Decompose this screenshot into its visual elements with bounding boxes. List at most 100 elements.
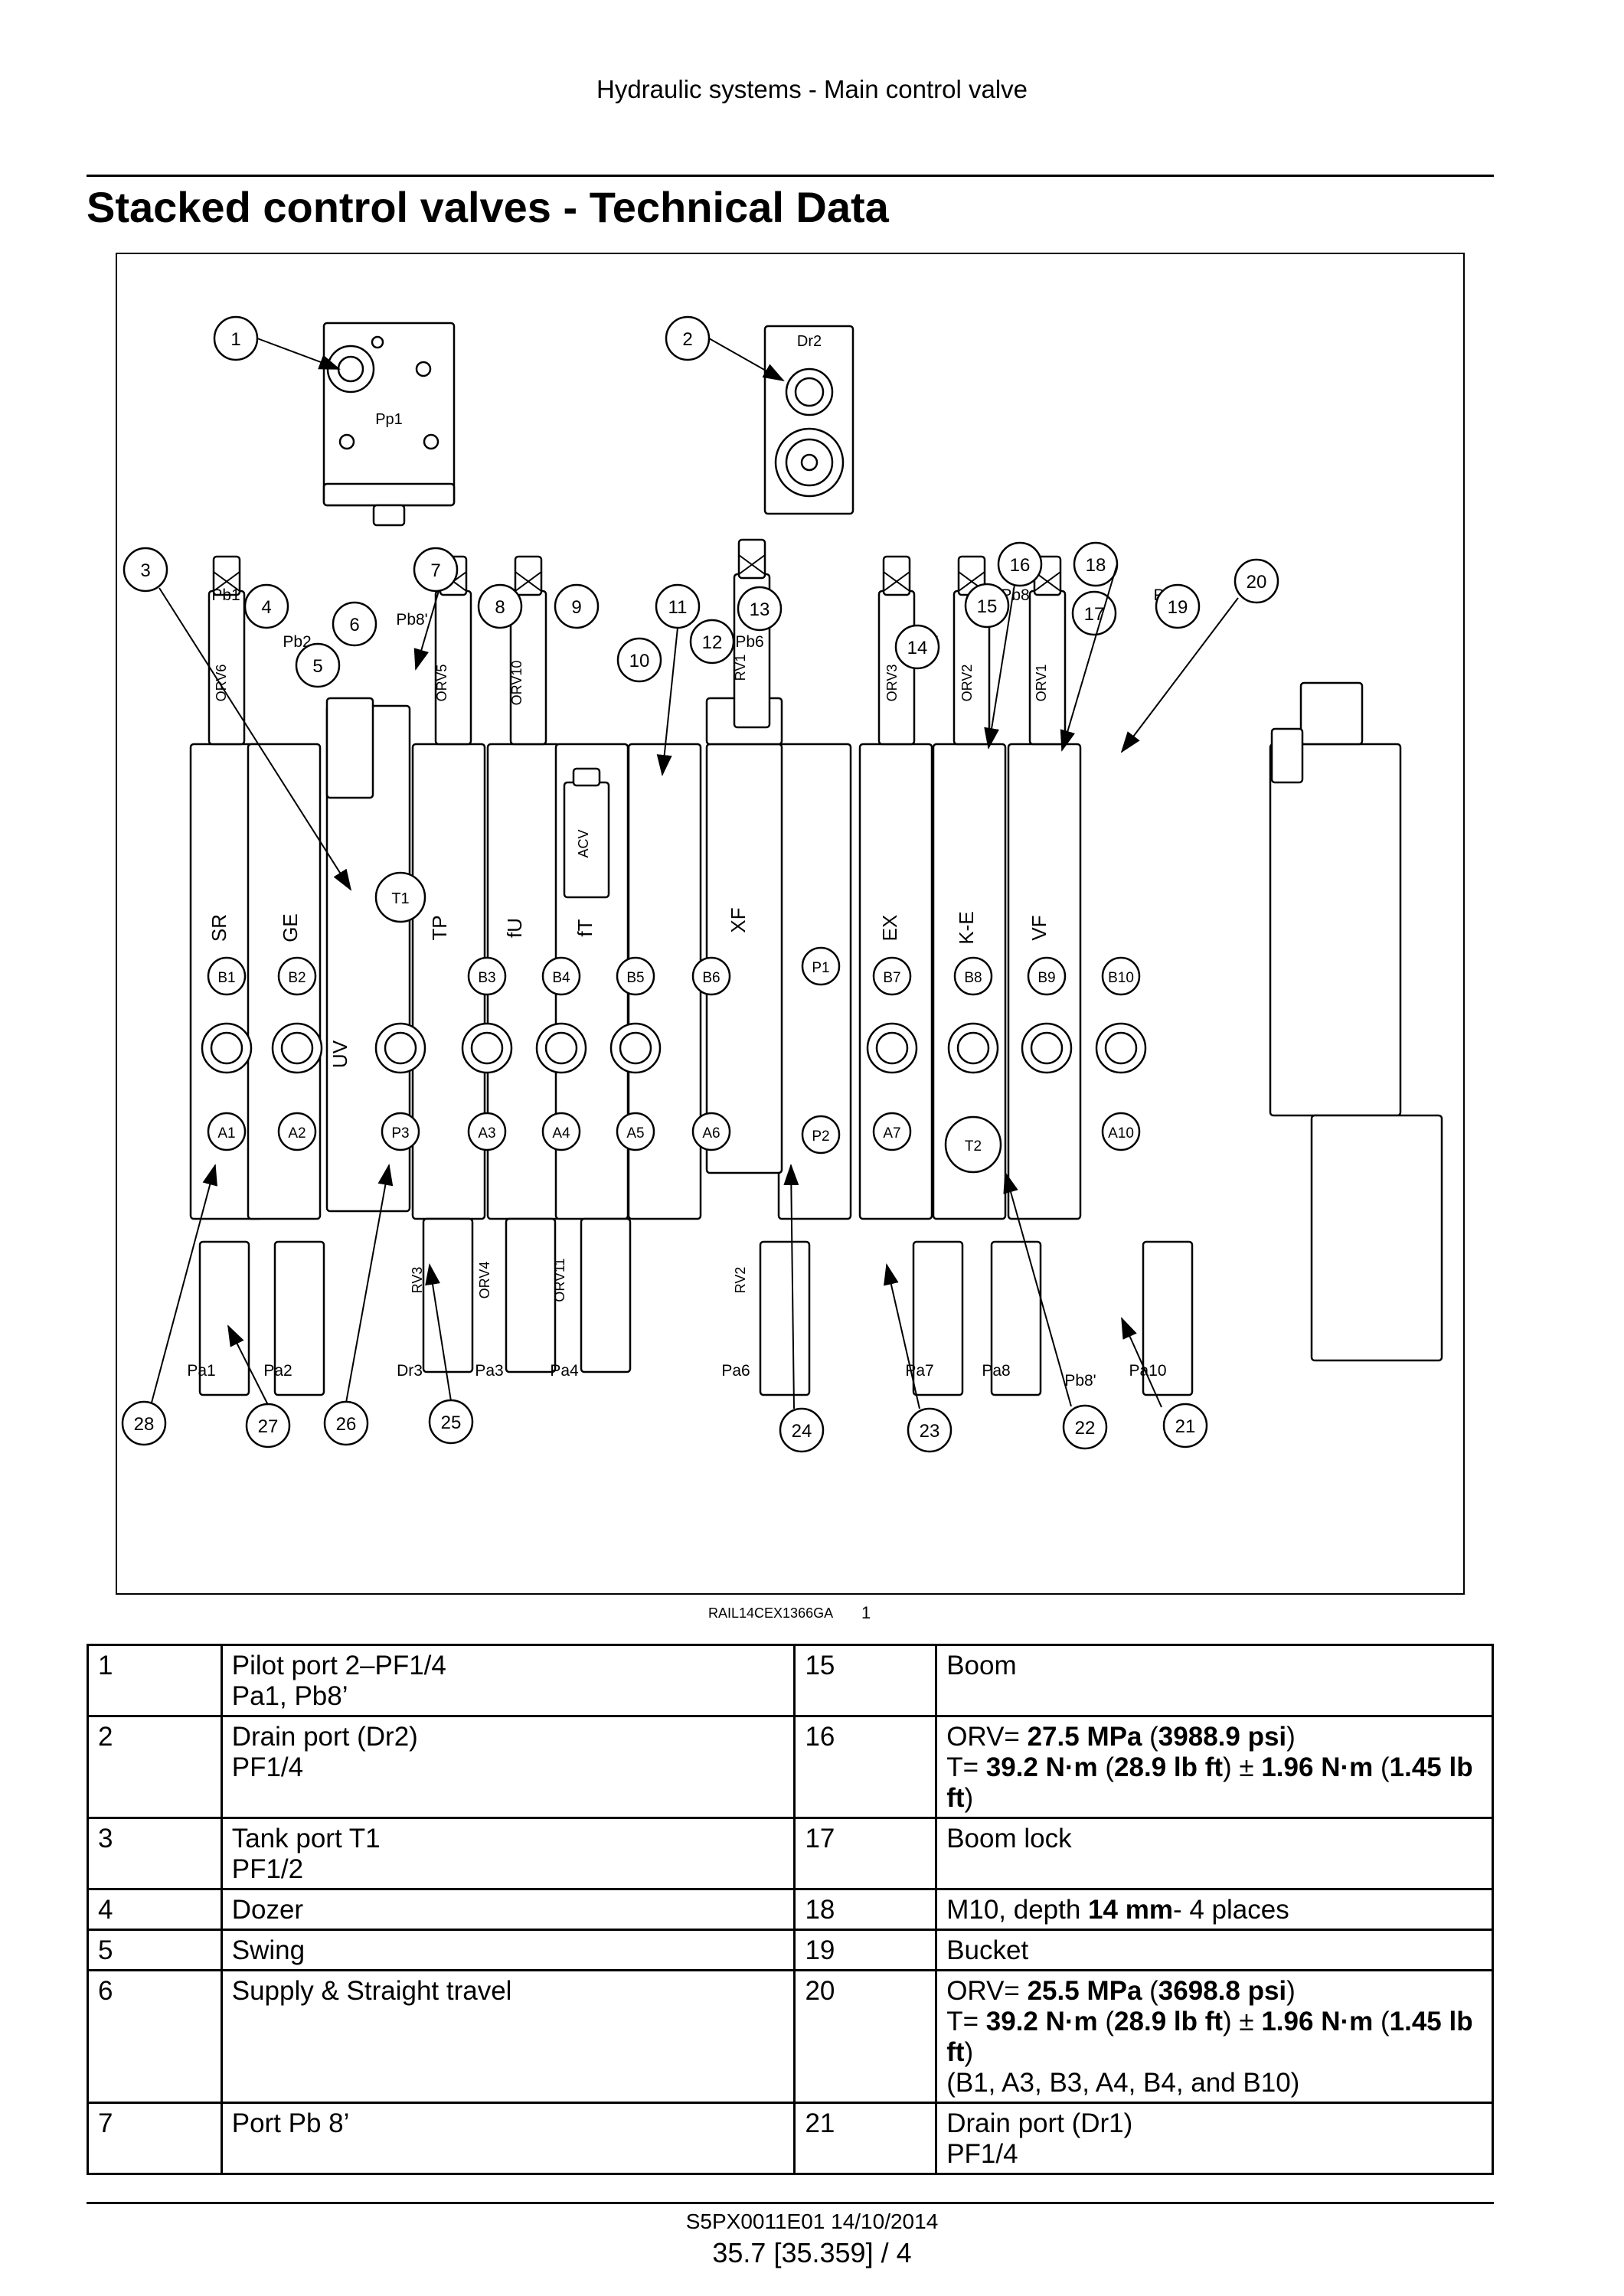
callout-circle [1062,1404,1108,1450]
leader-arrow [257,338,341,370]
callout-number: 2 [682,329,692,350]
callout-circle [737,586,783,632]
t1-port [374,871,426,923]
callout-circle [1155,583,1201,629]
bottom-port-label: Pa4 [550,1362,579,1380]
item-number: 17 [793,1817,938,1890]
a-port-label: A1 [217,1125,235,1141]
top-port-label: Pb1 [211,586,240,604]
callout-circle [907,1407,953,1453]
leader-arrow [413,590,439,671]
callout-number: 23 [920,1421,940,1442]
callout-number: 13 [750,599,770,620]
section-code: VF [1028,915,1051,940]
p1-port-label: P1 [812,960,829,976]
item-number: 20 [793,1969,938,2104]
relief-label: ORV2 [959,665,975,702]
a-port [541,1112,581,1151]
item-description: Boom [935,1644,1494,1717]
pilot-block-fitting [372,504,406,527]
cell-line: Drain port (Dr1) [946,2108,1133,2138]
callout-number: 12 [702,632,723,653]
b-port-label: B6 [702,970,720,986]
spool-knob-inner [1104,1031,1138,1065]
callout-number: 27 [258,1416,279,1437]
item-description: Port Pb 8’ [220,2102,796,2175]
a-port [277,1112,317,1151]
cartridge-cap [514,555,543,596]
bottom-port-label: Dr3 [397,1362,423,1380]
callout-number: 19 [1168,597,1188,618]
spool-knob-inner [875,1031,909,1065]
callout-circle [1234,558,1279,604]
item-number: 4 [87,1888,223,1931]
cell-line: PF1/2 [231,1854,304,1884]
callout-number: 26 [336,1414,357,1435]
callout-number: 8 [495,597,505,618]
p1-port [801,946,841,986]
callout-number: 21 [1175,1416,1196,1437]
figure-reference: RAIL14CEX1366GA [708,1605,834,1621]
spool-knob-inner [280,1031,314,1065]
item-number: 1 [87,1644,223,1717]
pilot-port-inner [337,355,364,383]
p2-port-label: P2 [812,1128,829,1145]
leader-arrow [708,338,785,381]
callout-circle [1162,1403,1208,1448]
bottom-cartridge [422,1217,474,1373]
b-port-label: B7 [883,970,900,986]
relief-label: RV2 [733,1267,748,1294]
bottom-cartridge [912,1240,964,1396]
callout-number: 6 [349,615,359,635]
figure-number: 1 [861,1603,871,1622]
t1-port-label: T1 [391,890,409,907]
item-number: 19 [793,1929,938,1971]
callout-circle [554,583,600,629]
callout-circle [121,1400,167,1446]
p3-port-label: P3 [391,1125,409,1141]
cell-line: Bucket [946,1935,1029,1965]
cartridge-mark [883,571,910,592]
p3-port [381,1112,420,1151]
leader-arrow [345,1164,394,1403]
cartridge-mark [213,571,240,592]
spool-knob-inner [544,1031,578,1065]
cartridge-cap [212,555,241,596]
spool-knob-inner [384,1031,417,1065]
cell-line: Supply & Straight travel [231,1976,512,2006]
t2-port-label: T2 [965,1138,982,1155]
footer-rule [87,2202,1494,2204]
callout-circle [1071,590,1117,636]
b-port-label: B2 [288,970,306,986]
item-description: Dozer [220,1888,796,1931]
callout-number: 25 [441,1413,462,1433]
a-port-label: A5 [626,1125,644,1141]
item-number: 6 [87,1969,223,2104]
p2-port [801,1115,841,1155]
callout-circle [413,547,459,593]
relief-label: ORV6 [214,665,229,702]
bottom-port-label: Pb8' [1064,1372,1096,1390]
spool-knob-inner [470,1031,504,1065]
item-description: Drain port (Dr2)PF1/4 [220,1715,796,1819]
callout-number: 18 [1086,555,1106,576]
spool-knob-inner [1030,1031,1064,1065]
a-port-label: A2 [288,1125,306,1141]
item-number: 5 [87,1929,223,1971]
footer-page-number: 35.7 [35.359] / 4 [712,2237,912,2268]
cell-line: T= 39.2 N·m (28.9 lb ft) ± 1.96 N·m (1.4… [946,2007,1473,2067]
callout-number: 1 [230,329,240,350]
callout-number: 11 [668,597,688,618]
item-number: 7 [87,2102,223,2175]
cell-line: ORV= 25.5 MPa (3698.8 psi) [946,1976,1296,2006]
acv-cap [572,767,601,787]
b-port [1027,956,1067,996]
bottom-cartridge [198,1240,250,1396]
bottom-cartridge [1142,1240,1194,1396]
cell-line: T= 39.2 N·m (28.9 lb ft) ± 1.96 N·m (1.4… [946,1752,1473,1813]
